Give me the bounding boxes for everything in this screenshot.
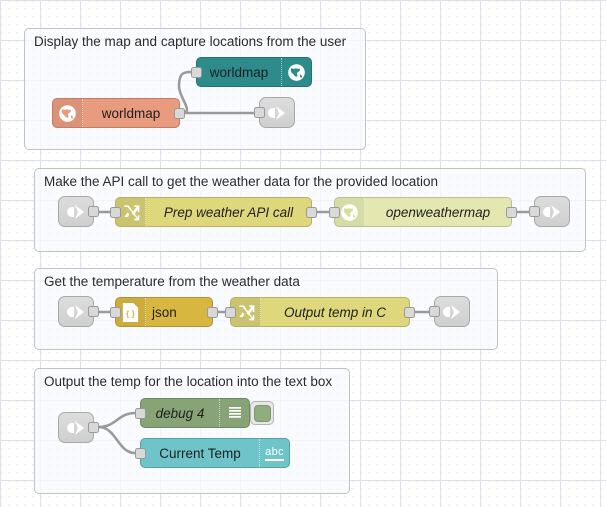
node-input-port[interactable] (254, 107, 265, 118)
debug-toggle-indicator (253, 404, 271, 422)
node-output-port[interactable] (306, 206, 317, 218)
debug-toggle-button[interactable] (250, 401, 274, 425)
node-input-port[interactable] (429, 306, 440, 317)
node-label: debug 4 (155, 405, 205, 421)
node-output-port[interactable] (174, 107, 185, 119)
node-input-port[interactable] (135, 447, 146, 459)
node-output-port[interactable] (88, 422, 99, 433)
link-in-icon (67, 204, 84, 219)
link-out-node[interactable] (429, 296, 470, 327)
node-openweathermap[interactable]: openweathermap (329, 197, 517, 227)
json-doc-icon: { } (116, 298, 146, 326)
link-out-node[interactable] (254, 97, 295, 128)
globe-icon (53, 99, 83, 127)
abc-icon-text: abc (265, 446, 284, 461)
node-label: json (152, 304, 177, 320)
node-input-port[interactable] (191, 66, 202, 78)
group-display-map[interactable]: Display the map and capture locations fr… (24, 28, 366, 150)
node-input-port[interactable] (529, 206, 540, 217)
node-json[interactable]: { } json (110, 297, 218, 327)
node-debug-4[interactable]: debug 4 (135, 398, 274, 428)
node-output-temp-in-c[interactable]: Output temp in C (225, 297, 415, 327)
link-in-icon (67, 304, 84, 319)
node-output-port[interactable] (88, 206, 99, 217)
node-output-port[interactable] (88, 306, 99, 317)
group-label: Get the temperature from the weather dat… (44, 274, 300, 289)
globe-icon (335, 198, 365, 226)
node-input-port[interactable] (225, 306, 236, 318)
link-out-icon (268, 105, 285, 120)
debug-list-icon (219, 399, 249, 427)
node-label: Current Temp (159, 445, 241, 461)
node-output-port[interactable] (207, 306, 218, 318)
link-out-icon (443, 304, 460, 319)
group-label: Output the temp for the location into th… (44, 374, 333, 389)
function-icon (231, 298, 261, 326)
node-label: openweathermap (385, 204, 491, 220)
node-label: Output temp in C (283, 304, 387, 320)
link-in-node[interactable] (58, 296, 99, 327)
node-label: Prep weather API call (163, 204, 294, 220)
node-worldmap-output[interactable]: worldmap (191, 57, 312, 87)
node-output-port[interactable] (506, 206, 517, 218)
node-input-port[interactable] (110, 306, 121, 318)
link-in-icon (67, 420, 84, 435)
node-worldmap-input[interactable]: worldmap (52, 98, 185, 128)
node-input-port[interactable] (110, 206, 121, 218)
link-in-node[interactable] (58, 196, 99, 227)
node-prep-weather-api-call[interactable]: Prep weather API call (110, 197, 317, 227)
node-input-port[interactable] (135, 407, 146, 419)
svg-text:{ }: { } (126, 308, 136, 318)
link-out-icon (543, 204, 560, 219)
link-in-node[interactable] (58, 412, 99, 443)
node-output-port[interactable] (404, 306, 415, 318)
group-label: Make the API call to get the weather dat… (44, 174, 438, 189)
node-label: worldmap (209, 64, 269, 80)
group-label: Display the map and capture locations fr… (34, 34, 347, 49)
abc-icon: abc (259, 439, 289, 467)
node-label: worldmap (101, 105, 161, 121)
node-input-port[interactable] (329, 206, 340, 218)
globe-icon (281, 58, 311, 86)
link-out-node[interactable] (529, 196, 570, 227)
function-icon (116, 198, 146, 226)
node-current-temp[interactable]: Current Temp abc (135, 438, 290, 468)
